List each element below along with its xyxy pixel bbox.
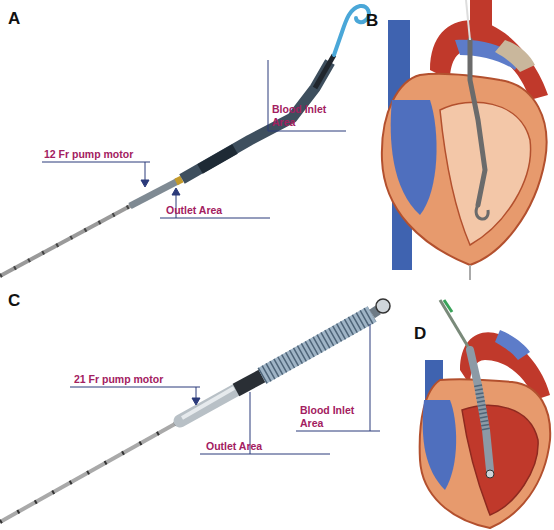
leader-lines-c	[70, 324, 380, 454]
part-label: Blood Inlet Area	[272, 103, 342, 129]
panel-letter: C	[8, 292, 28, 310]
leader-lines-a	[42, 60, 346, 218]
panel-letter: B	[366, 12, 386, 30]
part-label: Outlet Area	[206, 440, 306, 453]
part-label: Outlet Area	[166, 204, 266, 217]
heart-d	[420, 300, 551, 528]
part-label: 12 Fr pump motor	[44, 148, 154, 161]
part-label: Blood Inlet Area	[300, 404, 370, 430]
part-label: 21 Fr pump motor	[74, 373, 194, 386]
panel-letter: D	[414, 325, 434, 343]
catheter-a	[0, 6, 369, 276]
heart-b	[382, 0, 548, 280]
panel-letter: A	[8, 10, 28, 28]
catheter-c	[0, 299, 390, 522]
